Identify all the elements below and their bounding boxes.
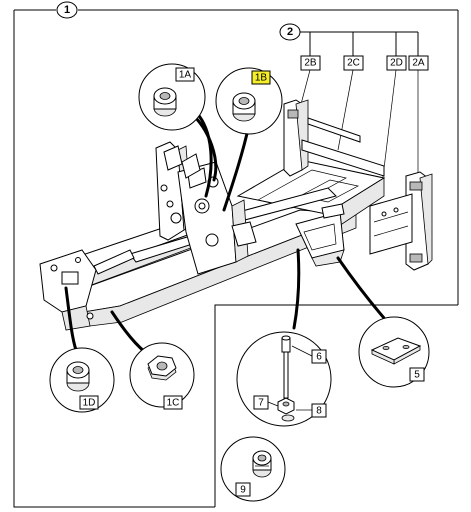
callout-6-7-8[interactable]: 6 7 8: [236, 331, 332, 427]
callout-1C[interactable]: 1C: [129, 342, 195, 410]
callout-1D[interactable]: 1D: [49, 347, 115, 413]
label-7: 7: [258, 398, 264, 409]
label-1B: 1B: [255, 73, 268, 84]
label-1A: 1A: [179, 70, 192, 81]
label-2A-box[interactable]: 2A: [408, 55, 429, 71]
label-2C: 2C: [347, 58, 360, 69]
label-2C-box[interactable]: 2C: [343, 55, 364, 71]
label-5: 5: [414, 370, 420, 381]
label-2A: 2A: [412, 58, 425, 69]
bushing-1A-icon: [153, 87, 177, 117]
callout-1B[interactable]: 1B: [215, 67, 283, 135]
label-group-2: 2: [287, 26, 293, 38]
washer-8-icon: [281, 414, 295, 422]
label-2B: 2B: [304, 58, 317, 69]
label-8: 8: [316, 406, 322, 417]
group-2-bracket: [300, 31, 419, 56]
assembly-1-badge[interactable]: 1: [56, 1, 78, 19]
callout-1A[interactable]: 1A: [138, 63, 206, 131]
label-2D-box[interactable]: 2D: [386, 55, 407, 71]
callout-9[interactable]: 9: [220, 436, 286, 502]
label-6: 6: [316, 352, 322, 363]
bushing-1D-icon: [66, 361, 90, 392]
label-1D: 1D: [83, 398, 96, 409]
label-2D: 2D: [390, 58, 403, 69]
label-1C: 1C: [167, 398, 180, 409]
callout-5[interactable]: 5: [358, 316, 430, 388]
threaded-fitting-9-icon: [252, 450, 272, 478]
loader-tower: [155, 141, 257, 275]
lower-bracket: [295, 203, 345, 267]
label-9: 9: [240, 485, 246, 496]
frame-lines: [13, 9, 459, 508]
group-2-badge[interactable]: 2: [279, 23, 301, 41]
label-2B-box[interactable]: 2B: [300, 55, 321, 71]
label-assembly-1: 1: [64, 4, 70, 16]
nut-7-icon: [277, 397, 295, 415]
plate-5-icon: [370, 337, 422, 365]
rear-uprights: [283, 99, 433, 271]
bushing-1B-icon: [232, 92, 256, 122]
nut-1C-icon: [147, 355, 177, 381]
